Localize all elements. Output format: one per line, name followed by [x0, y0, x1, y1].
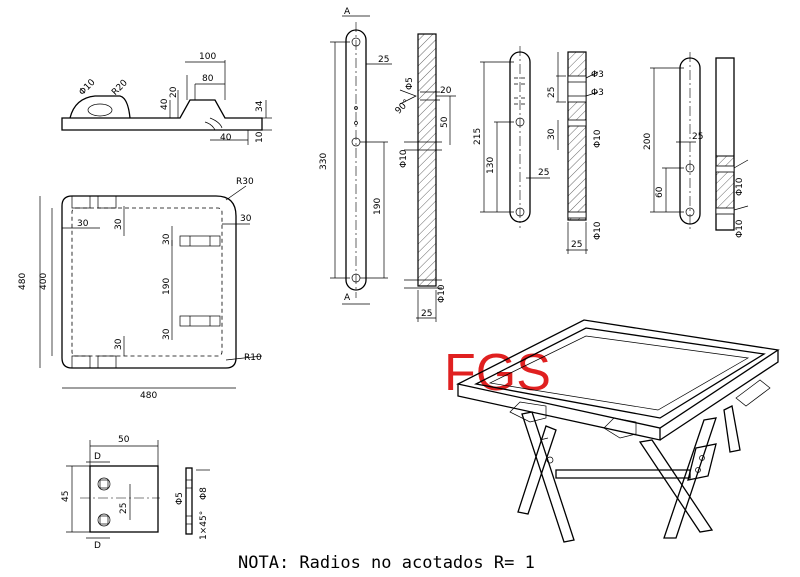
clamp-inner-label: 80: [202, 74, 214, 84]
clamp-step-label: 20: [169, 86, 179, 98]
plate-hole-label: Φ5: [175, 492, 185, 505]
clamp-width-label: 100: [199, 52, 216, 62]
short-leg-length-label: 215: [473, 128, 483, 145]
plan-pad-dim-c: 30: [114, 218, 124, 230]
plate-width-label: 50: [118, 435, 130, 445]
plan-inner-height-label: 400: [39, 273, 49, 290]
leg-hole-label: Φ10: [399, 149, 409, 168]
short-top-dim-label: 25: [547, 87, 557, 98]
plan-corner-radius-label: R30: [236, 177, 254, 187]
small-hole-label: Φ5: [405, 77, 415, 90]
clamp-radius-label: R20: [110, 78, 130, 98]
isometric-table-view: [456, 319, 780, 543]
plate-detail-marker-top: D: [94, 452, 101, 462]
short-mid-dim-label: 30: [547, 128, 557, 140]
plan-pad-dim-b: 30: [240, 214, 252, 224]
clamp-34-label: 34: [255, 100, 265, 112]
plate-detail-marker-bottom: D: [94, 541, 101, 551]
short-leg-width-label: 25: [538, 168, 549, 178]
brace-width-label: 25: [692, 132, 703, 142]
countersink-depth-label: 20: [440, 86, 452, 96]
clamp-10-label: 10: [255, 131, 265, 143]
short-section-width-label: 25: [571, 240, 582, 250]
short-leg-section: Φ3 Φ3 25 30 Φ10 Φ10 25: [547, 51, 604, 254]
section-marker-top: A: [344, 7, 351, 17]
leg-bottom-hole-label: Φ10: [437, 284, 447, 303]
plan-inner-radius-label: R10: [244, 353, 262, 363]
leg-section-width-label: 25: [421, 309, 432, 319]
plate-side-view: Φ5 Φ8 1×45°: [175, 467, 210, 540]
brace-view: 200 60 25: [643, 52, 703, 230]
clamp-hole-label: Φ10: [77, 77, 97, 97]
brace-length-label: 200: [643, 133, 653, 150]
brace-hole-label-a: Φ10: [735, 177, 745, 196]
plan-pad-dim-d: 30: [114, 338, 124, 350]
short-hole-label-a: Φ3: [591, 70, 604, 80]
short-hole-label-b: Φ3: [591, 88, 604, 98]
leg-length-label: 330: [319, 153, 329, 170]
brace-section: Φ10 Φ10: [715, 57, 749, 238]
plate-detail-view: 50 45 D D 25: [61, 435, 160, 551]
short-leg-mid-label: 130: [486, 157, 496, 174]
top-plan-view: 480 400 480 R30 R10 30 30 30 30 30 30 19…: [18, 177, 263, 401]
section-marker-bottom: A: [344, 293, 351, 303]
countersink-angle-label: 90°: [394, 98, 412, 116]
long-leg-view: A A 25 330 190: [319, 7, 392, 305]
long-leg-section: Φ5 90° 20 50 Φ10 Φ10 25: [394, 33, 456, 322]
plate-chamfer-label: 1×45°: [199, 511, 209, 540]
leg-lower-label: 190: [373, 198, 383, 215]
plan-pad-dim-f: 30: [162, 328, 172, 340]
hole-offset-label: 50: [440, 116, 450, 128]
plan-rail-spacing-label: 190: [162, 278, 172, 295]
brace-hole-label-b: Φ10: [735, 219, 745, 238]
clamp-height-label: 40: [160, 98, 170, 110]
leg-width-label: 25: [378, 55, 389, 65]
plate-counterbore-label: Φ8: [199, 487, 209, 500]
plan-height-label: 480: [18, 273, 28, 290]
clamp-detail-view: Φ10 R20 100 80 40 20 34 10 40: [61, 52, 272, 145]
clamp-40-label: 40: [220, 133, 232, 143]
short-bottom-hole-label: Φ10: [593, 221, 603, 240]
plate-height-label: 45: [61, 491, 71, 502]
short-leg-view: 215 130 25: [473, 46, 550, 228]
short-pivot-hole-label: Φ10: [593, 129, 603, 148]
plan-pad-dim-a: 30: [77, 219, 89, 229]
brace-60-label: 60: [655, 186, 665, 198]
plate-hole-spacing-label: 25: [119, 503, 129, 514]
plan-pad-dim-e: 30: [162, 233, 172, 245]
general-note: NOTA: Radios no acotados R= 1: [238, 553, 535, 573]
plan-width-label: 480: [140, 391, 157, 401]
